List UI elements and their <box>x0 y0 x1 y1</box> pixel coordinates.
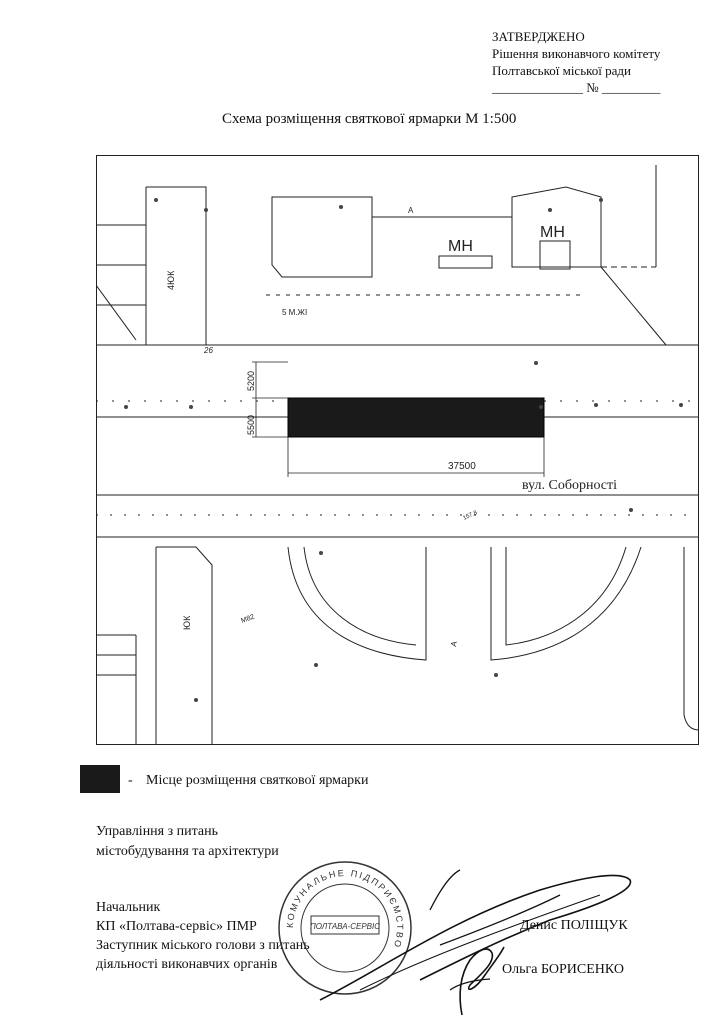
kiosk-mn-1 <box>438 255 493 269</box>
label-a-north: А <box>408 206 414 215</box>
legend-dash: - <box>128 773 133 788</box>
building-north-left <box>271 196 373 278</box>
signature-borysenko <box>449 946 505 1016</box>
dimension-37500: 37500 <box>448 461 476 472</box>
dimension-5500: 5500 <box>246 415 256 435</box>
department-line-1: Управління з питань <box>96 824 219 839</box>
label-5mzh: 5 М.ЖІ <box>282 308 307 317</box>
dimension-5200: 5200 <box>246 371 256 391</box>
park-arc-right <box>490 546 642 661</box>
fair-location-area <box>287 397 545 438</box>
signatory-title-2b: діяльності виконавчих органів <box>96 957 278 972</box>
label-26: 26 <box>203 346 213 355</box>
legend-label: Місце розміщення святкової ярмарки <box>146 773 369 788</box>
building-uk <box>156 546 213 745</box>
building-north-right <box>511 186 602 268</box>
department-block: Управління з питань містобудування та ар… <box>96 822 279 862</box>
kiosk-mn-2 <box>539 240 571 270</box>
building-4uk <box>145 186 207 346</box>
signatory-name-2: Ольга БОРИСЕНКО <box>502 962 624 977</box>
label-a-south: А <box>449 640 459 647</box>
signatory-org: КП «Полтава-сервіс» ПМР <box>96 919 257 934</box>
map-frame <box>96 155 699 745</box>
park-arc-left <box>287 546 427 661</box>
approval-heading: ЗАТВЕРДЖЕНО <box>492 29 585 44</box>
official-stamp: КОМУНАЛЬНЕ ПІДПРИЄМСТВО ПОЛТАВА-СЕРВІС <box>278 861 412 995</box>
label-m82: М82 <box>240 614 255 625</box>
signatories-block: Начальник КП «Полтава-сервіс» ПМР Заступ… <box>96 898 310 974</box>
street-label: вул. Соборності <box>522 478 617 493</box>
department-line-2: містобудування та архітектури <box>96 844 279 859</box>
stamp-center-text: ПОЛТАВА-СЕРВІС <box>310 922 380 931</box>
label-mn-2: МН <box>540 224 565 241</box>
approval-council: Полтавської міської ради <box>492 63 631 78</box>
label-4uk: 4ЮК <box>166 270 176 290</box>
signatory-title-1: Начальник <box>96 900 161 915</box>
label-mn-1: МН <box>448 238 473 255</box>
page-title: Схема розміщення святкової ярмарки М 1:5… <box>222 111 517 127</box>
label-uk: ЮК <box>182 615 192 630</box>
approval-block: ЗАТВЕРДЖЕНО Рішення виконавчого комітету… <box>492 28 660 96</box>
signature-polishchuk <box>319 869 632 1001</box>
legend-swatch <box>80 765 120 793</box>
approval-number: ______________ № _________ <box>492 80 661 95</box>
approval-decision: Рішення виконавчого комітету <box>492 46 661 61</box>
signatory-title-2: Заступник міського голови з питань <box>96 938 310 953</box>
label-157: 157.8 <box>462 510 479 522</box>
site-plan-map: МН МН 4ЮК ЮК А А 5 М.ЖІ 26 М82 157.8 520… <box>96 155 699 745</box>
